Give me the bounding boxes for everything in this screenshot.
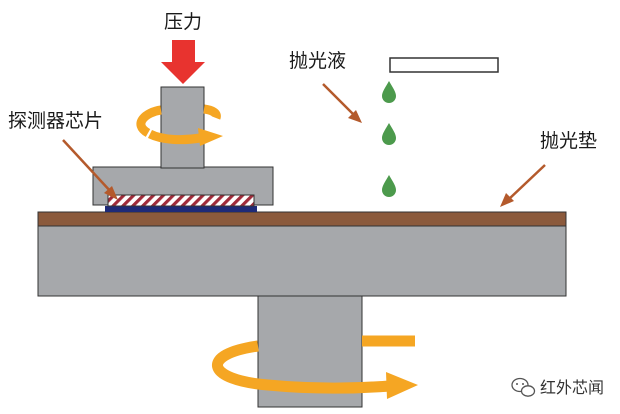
platen bbox=[37, 225, 567, 297]
slurry-droplet-3 bbox=[382, 175, 396, 197]
polishing-pad bbox=[37, 211, 567, 227]
pressure-label: 压力 bbox=[164, 11, 203, 33]
bottom-rotation-arrowhead bbox=[386, 372, 418, 399]
upper-rotation-arrowhead bbox=[198, 128, 223, 146]
chip-label: 探测器芯片 bbox=[8, 110, 104, 132]
pad-pointer-arrow bbox=[500, 164, 546, 207]
upper-rotation-arrow bbox=[136, 104, 221, 137]
slurry-label: 抛光液 bbox=[289, 50, 347, 72]
slurry-nozzle bbox=[389, 57, 499, 73]
chip-pointer-arrow bbox=[62, 139, 118, 200]
watermark-text: 红外芯闻 bbox=[540, 378, 605, 397]
bottom-rotation-arrow-front bbox=[212, 340, 391, 394]
upper-spindle bbox=[160, 86, 205, 169]
slurry-pointer-arrow bbox=[322, 83, 362, 123]
detector-chip bbox=[107, 194, 255, 207]
pad-label: 抛光垫 bbox=[540, 130, 598, 152]
slurry-droplet-2 bbox=[382, 123, 396, 145]
chip-base-layer bbox=[105, 206, 257, 212]
slurry-droplet-1 bbox=[382, 81, 396, 103]
upper-rotation-arrow-front bbox=[147, 129, 201, 145]
wechat-icon bbox=[511, 377, 536, 397]
pressure-arrow bbox=[161, 40, 205, 84]
